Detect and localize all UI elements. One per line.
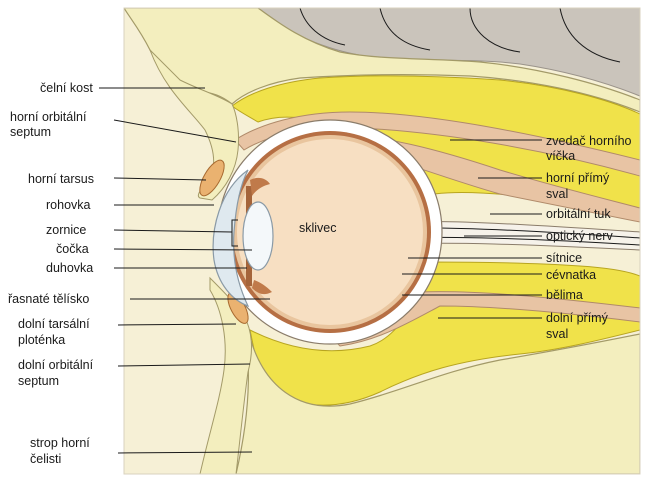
label-opticky-nerv: optický nerv (546, 229, 613, 243)
label-dolni-orbitalni-septum-1: dolní orbitální (18, 358, 94, 372)
label-dolni-orbitalni-septum-2: septum (18, 374, 59, 388)
label-strop-horni-celisti-2: čelisti (30, 452, 61, 466)
label-sklivec: sklivec (299, 221, 337, 235)
label-rohovka: rohovka (46, 198, 91, 212)
label-belima: bělima (546, 288, 583, 302)
label-sitnice: sítnice (546, 251, 582, 265)
label-duhovka: duhovka (46, 261, 93, 275)
label-strop-horni-celisti-1: strop horní (30, 436, 90, 450)
label-dolni-tarsalni-plotenka-2: ploténka (18, 333, 65, 347)
label-horni-orbitalni-septum-1: horní orbitální (10, 110, 87, 124)
label-celni-kost: čelní kost (40, 81, 93, 95)
label-rasnate-telisko: řasnaté tělísko (8, 292, 89, 306)
label-zvedac-horniho-vicka-1: zvedač horního (546, 134, 632, 148)
label-cevnatka: cévnatka (546, 268, 596, 282)
label-orbitalni-tuk: orbitální tuk (546, 207, 611, 221)
label-dolni-primy-sval-1: dolní přímý (546, 311, 609, 325)
label-horni-primy-sval-2: sval (546, 187, 568, 201)
label-horni-tarsus: horní tarsus (28, 172, 94, 186)
label-cocka: čočka (56, 242, 89, 256)
label-zvedac-horniho-vicka-2: víčka (546, 149, 575, 163)
label-dolni-tarsalni-plotenka-1: dolní tarsální (18, 317, 90, 331)
lens (243, 202, 273, 270)
label-horni-primy-sval-1: horní přímý (546, 171, 610, 185)
label-horni-orbitalni-septum-2: septum (10, 125, 51, 139)
label-dolni-primy-sval-2: sval (546, 327, 568, 341)
label-zornice: zornice (46, 223, 86, 237)
